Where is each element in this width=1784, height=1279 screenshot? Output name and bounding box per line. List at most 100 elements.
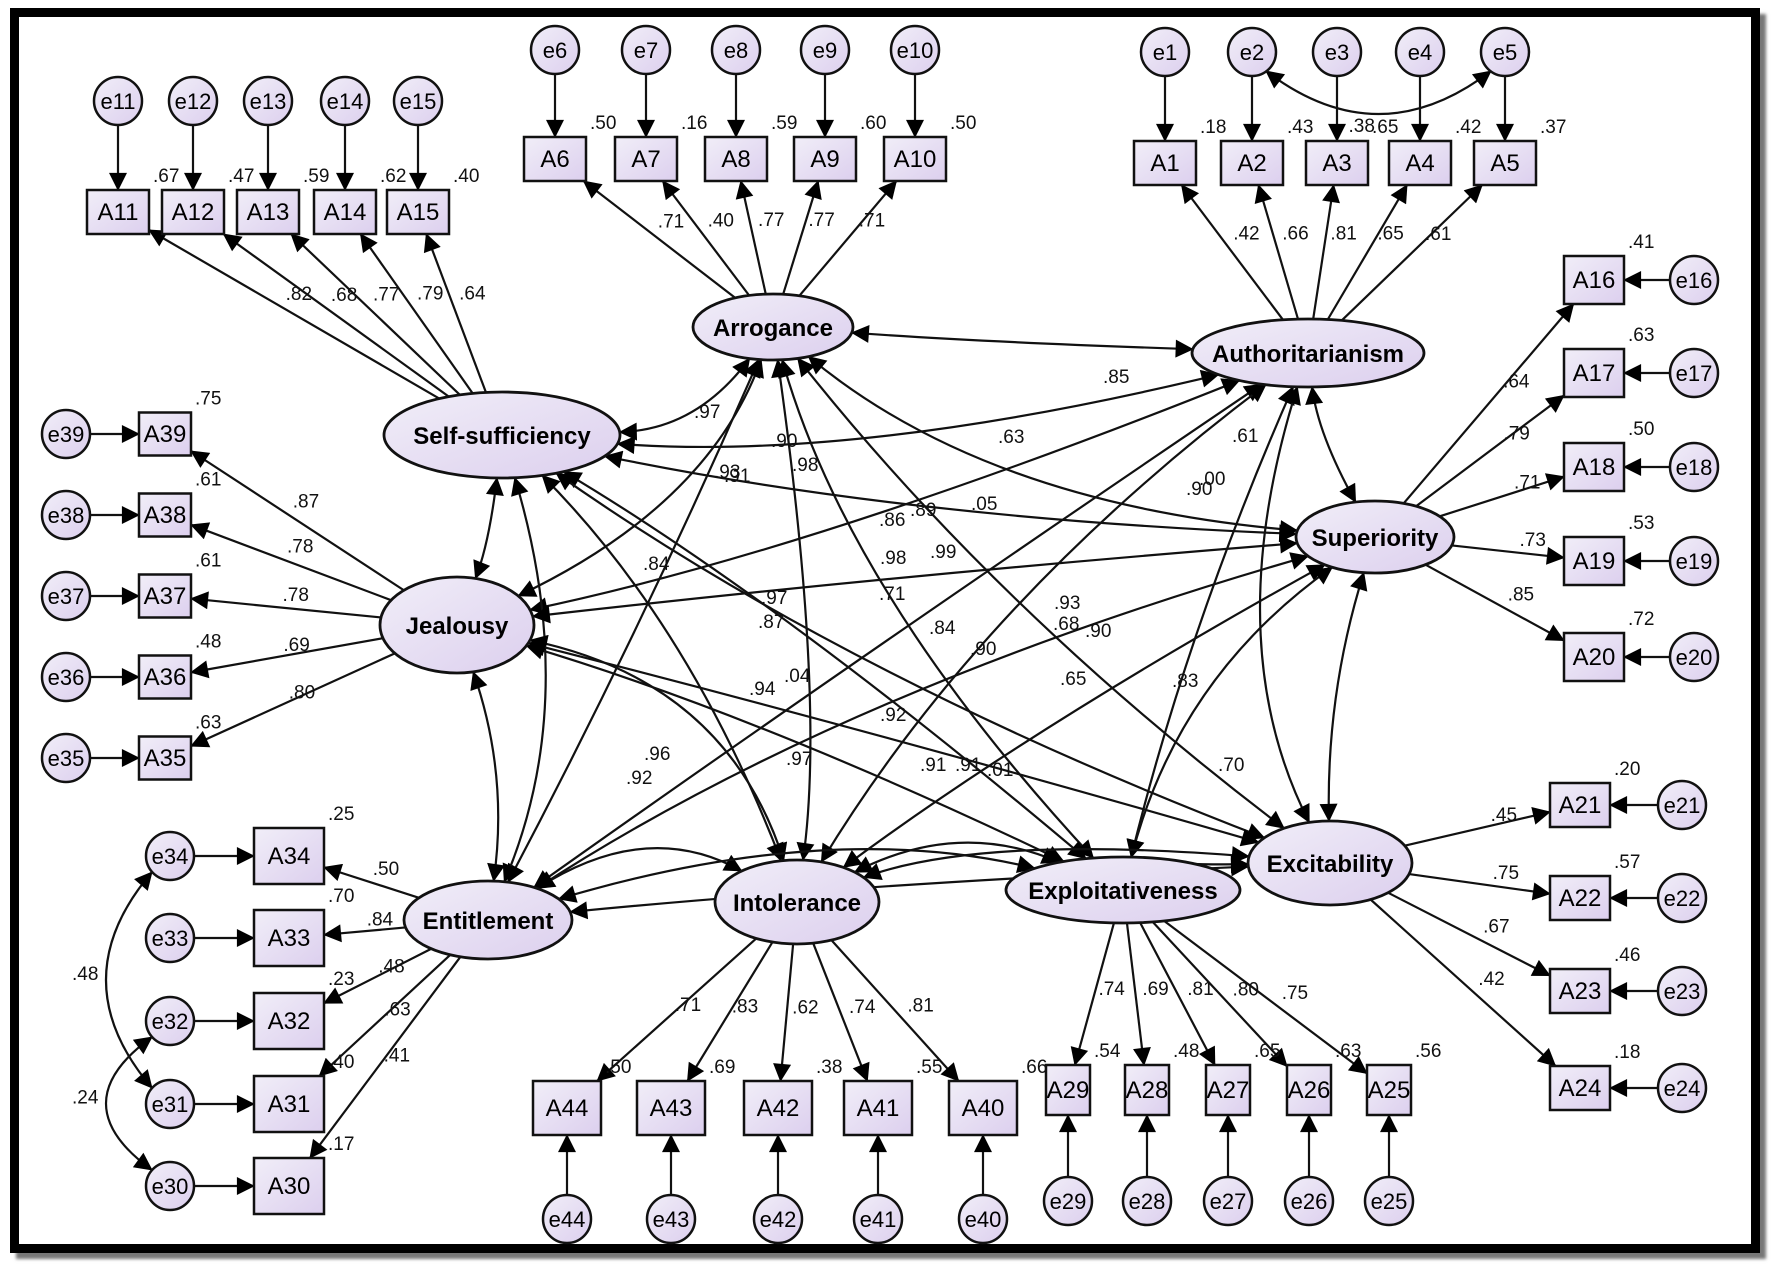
error-circle-e15 <box>392 75 444 127</box>
r-squared-label: .65 <box>1254 1041 1280 1062</box>
error-label: e43 <box>653 1207 690 1232</box>
correlation-Authoritarianism-Jealousy <box>529 378 1241 616</box>
error-label: e4 <box>1408 40 1432 65</box>
r-squared-label: .50 <box>1628 419 1654 440</box>
loading-path-A20 <box>1424 563 1565 642</box>
latent-entitlement <box>402 879 574 961</box>
correlation-value-label: .91 <box>920 755 946 776</box>
loading-path-A25 <box>1163 920 1368 1075</box>
latent-label: Authoritarianism <box>1212 341 1404 368</box>
indicator-label: A4 <box>1405 150 1434 177</box>
error-circle-e20 <box>1668 631 1720 683</box>
correlation-value-label: .94 <box>749 679 776 700</box>
error-circle-e16 <box>1668 254 1720 306</box>
loading-value-label: .69 <box>283 635 309 656</box>
error-label: e12 <box>175 89 212 114</box>
error-circle-e32 <box>144 995 196 1047</box>
error-label: e18 <box>1676 455 1713 480</box>
indicator-box-A30 <box>252 1156 326 1216</box>
indicator-box-A5 <box>1472 139 1538 187</box>
error-label: e13 <box>250 89 287 114</box>
latent-label: Excitability <box>1267 851 1394 878</box>
error-label: e15 <box>400 89 437 114</box>
loading-value-label: .42 <box>1233 224 1259 245</box>
error-circle-e26 <box>1283 1175 1335 1227</box>
factor-correlation-layer <box>470 324 1368 920</box>
error-circle-e38 <box>40 489 92 541</box>
r-squared-label: .48 <box>195 632 221 653</box>
error-label: e40 <box>965 1207 1002 1232</box>
indicator-label: A31 <box>268 1091 311 1118</box>
r-squared-label: .41 <box>1628 232 1654 253</box>
indicator-box-A15 <box>385 188 451 236</box>
error-label: e23 <box>1664 979 1701 1004</box>
indicator-label: A5 <box>1490 150 1519 177</box>
correlation-Jealousy-Excitability <box>527 638 1260 847</box>
loading-path-A19 <box>1451 544 1565 565</box>
correlation-value-label: .01 <box>987 760 1013 781</box>
r-squared-label: .55 <box>916 1057 942 1078</box>
r-squared-label: .17 <box>328 1134 354 1155</box>
correlation-value-label: .84 <box>929 618 956 639</box>
error-circle-e5 <box>1479 26 1531 78</box>
loading-path-A40 <box>830 939 960 1082</box>
error-circle-e17 <box>1668 347 1720 399</box>
loading-path-A11 <box>148 229 440 400</box>
error-circle-e7 <box>620 24 672 76</box>
error-label: e34 <box>152 844 189 869</box>
latent-label: Entitlement <box>423 908 554 935</box>
correlation-value-label: .87 <box>758 612 784 633</box>
correlation-value-label: .65 <box>1060 669 1086 690</box>
indicator-box-A20 <box>1562 631 1626 683</box>
r-squared-label: .38 <box>816 1057 842 1078</box>
r-squared-label: .57 <box>1614 852 1640 873</box>
correlation-Arrogance-Self-sufficiency <box>618 357 751 441</box>
correlation-value-label: .98 <box>792 455 818 476</box>
error-label: e21 <box>1664 793 1701 818</box>
loading-path-A3 <box>1312 184 1340 320</box>
error-circle-e35 <box>40 732 92 784</box>
loading-path-A14 <box>359 233 474 394</box>
latent-label: Exploitativeness <box>1028 878 1217 905</box>
correlation-value-label: .96 <box>644 744 670 765</box>
r-squared-label: .67 <box>153 166 179 187</box>
r-squared-label: .18 <box>1200 117 1226 138</box>
indicator-box-A18 <box>1562 441 1626 493</box>
loading-value-label: .81 <box>1187 979 1213 1000</box>
loading-path-A4 <box>1326 184 1408 321</box>
r-squared-label: .69 <box>709 1057 735 1078</box>
loading-path-layer <box>90 70 1670 1195</box>
error-label: e6 <box>543 38 567 63</box>
latent-superiority <box>1294 499 1456 575</box>
correlation-value-label: .97 <box>694 402 720 423</box>
error-label: e41 <box>860 1207 897 1232</box>
error-label: e38 <box>48 503 85 528</box>
correlation-value-label: .61 <box>1232 426 1258 447</box>
r-squared-label: .50 <box>605 1057 631 1078</box>
error-circle-e24 <box>1656 1062 1708 1114</box>
loading-value-label: .81 <box>1330 223 1356 244</box>
indicator-label: A39 <box>144 421 187 448</box>
indicator-label: A13 <box>247 199 290 226</box>
r-squared-label: .62 <box>380 166 406 187</box>
loading-path-A39 <box>190 450 405 592</box>
r-squared-label: .50 <box>590 113 616 134</box>
error-covariance-e2-e5 <box>1265 70 1492 115</box>
r-squared-label: .56 <box>1415 1041 1441 1062</box>
error-label: e44 <box>549 1207 586 1232</box>
loading-path-A32 <box>323 947 432 1005</box>
error-label: e39 <box>48 422 85 447</box>
loading-value-label: .71 <box>1514 472 1540 493</box>
error-label: e2 <box>1240 40 1264 65</box>
indicator-box-A7 <box>613 135 679 183</box>
correlation-value-label: .98 <box>880 548 906 569</box>
error-circle-e41 <box>852 1193 904 1245</box>
correlation-value-label: .91 <box>724 466 750 487</box>
error-label: e26 <box>1291 1189 1328 1214</box>
loading-path-A5 <box>1340 184 1483 322</box>
indicator-box-A2 <box>1219 139 1285 187</box>
indicator-box-A41 <box>842 1079 914 1137</box>
error-circle-e11 <box>92 75 144 127</box>
error-label: e32 <box>152 1009 189 1034</box>
